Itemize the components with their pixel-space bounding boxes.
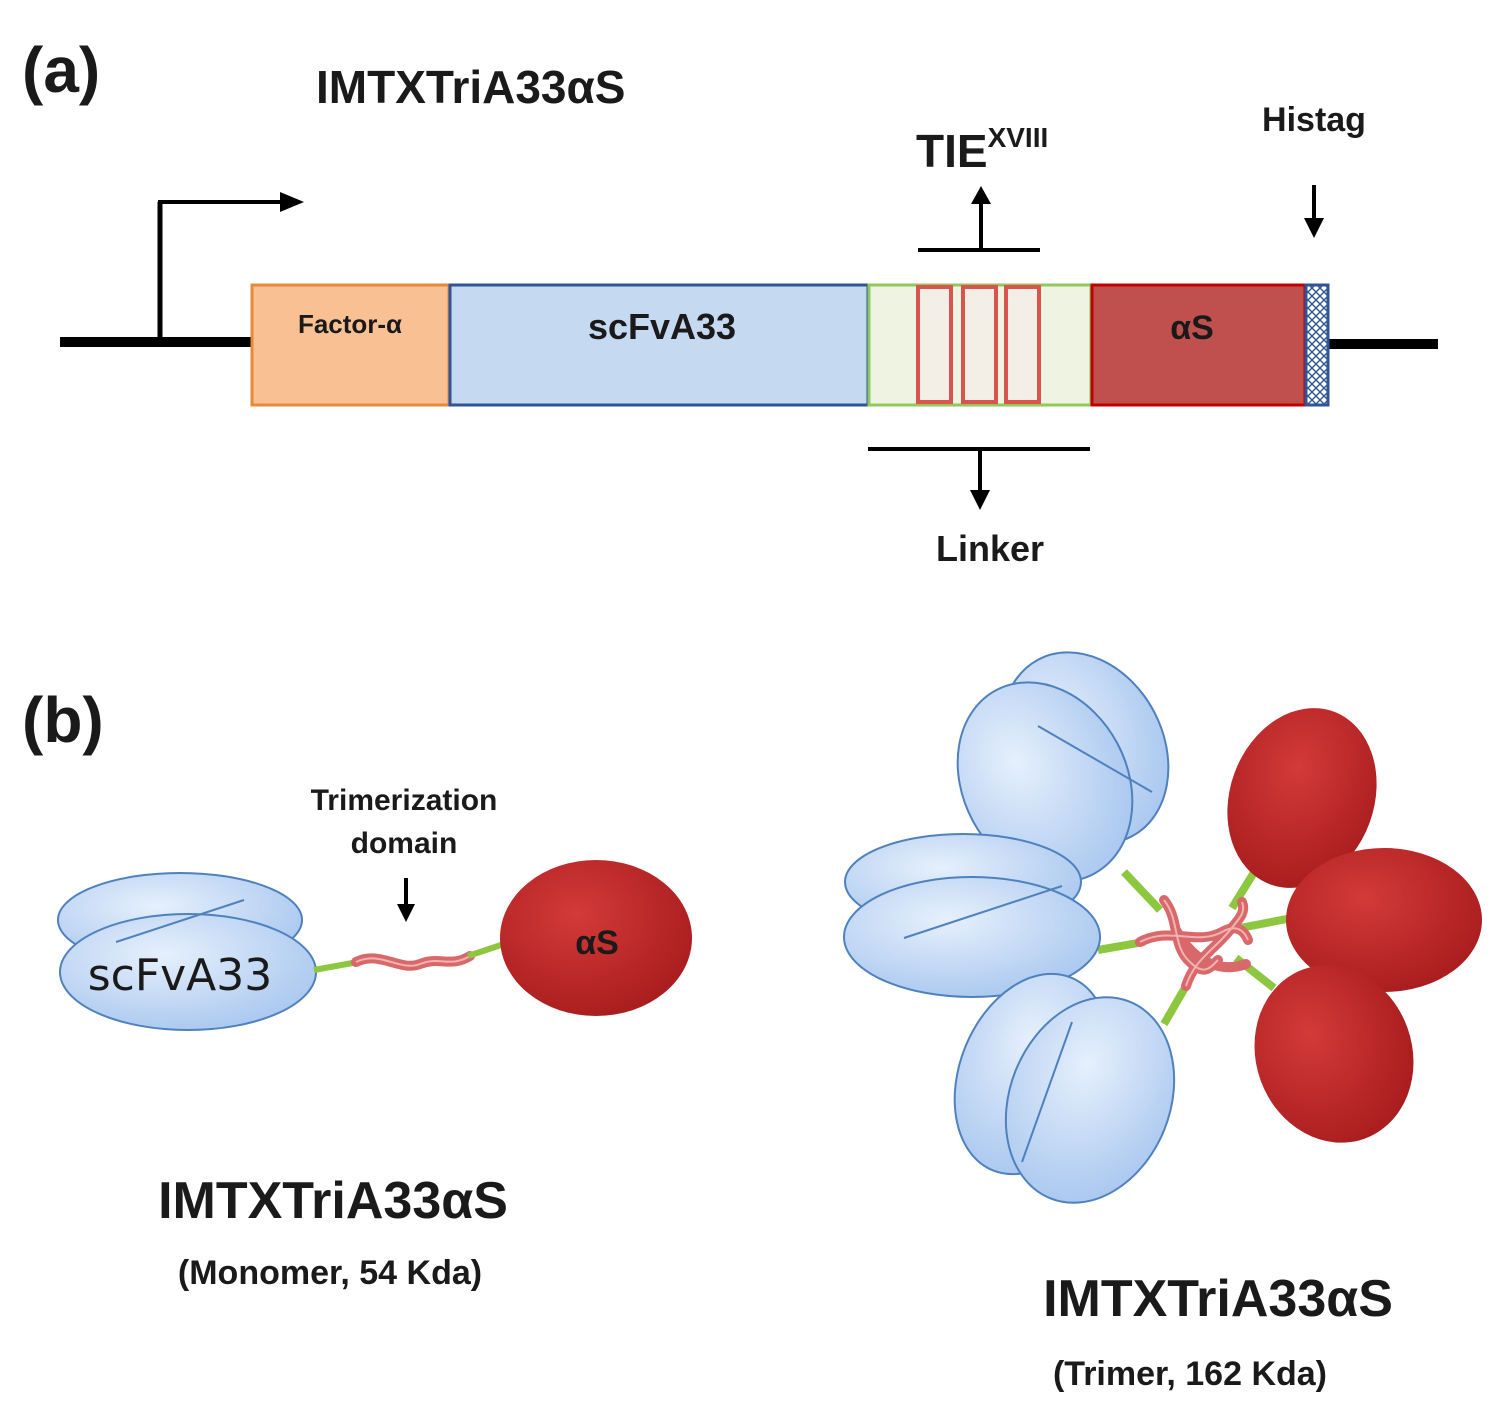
tie-repeat-2 [961,285,998,404]
monomer-diagram: scFvA33 αS Trimerization domain [57,784,692,1031]
segment-factor-alpha-label: Factor-α [298,309,402,339]
segment-scfv-label: scFvA33 [588,306,736,347]
histag-arrow-icon [1304,185,1324,238]
tie-repeat-3 [1004,285,1041,404]
trimer-name: IMTXTriA33αS [1043,1270,1393,1328]
segment-scfv [448,283,870,407]
trimer-alpha-s-2 [1286,848,1482,992]
trimerization-label-line1: Trimerization [311,784,498,817]
segment-histag [1304,283,1330,407]
trimer-scfv-top [956,651,1170,883]
monomer-alpha-s [500,860,692,1016]
trimer-scfv-left [843,833,1101,998]
segment-alpha-s [1090,283,1307,407]
promoter-arrow-icon [157,192,304,338]
trimer-trimerization-domain [1135,895,1253,991]
panel-a-construct-title: IMTXTriA33αS [316,61,625,113]
tie-repeat-1 [916,285,953,404]
trimer-caption: (Trimer, 162 Kda) [1053,1355,1327,1393]
trimer-alpha-s-1 [1227,708,1377,888]
panel-b-label: (b) [22,684,104,756]
trimerization-label-line2: domain [351,827,458,860]
monomer-alpha-s-label: αS [575,924,619,962]
linker-label: Linker [936,528,1044,569]
linker-bracket [868,447,1090,510]
monomer-scfv-label: scFvA33 [88,950,273,1001]
segment-factor-alpha [250,283,451,407]
tie-label: TIEXVIII [916,122,1048,177]
trimer-scfv-bottom [953,972,1176,1204]
monomer-green-linker-left [313,959,359,973]
segment-alpha-s-label: αS [1170,309,1214,347]
panel-a: (a) IMTXTriA33αS Factor-α scFvA33 αS TIE [22,34,1438,569]
monomer-scfv-strand [115,899,245,943]
tie-bracket [918,186,1040,252]
trimer-alpha-s-3 [1254,965,1414,1143]
monomer-green-linker-right [467,941,505,959]
monomer-name: IMTXTriA33αS [158,1172,508,1230]
panel-b: (b) scFvA33 αS Trimerization domain IMTX… [22,651,1482,1393]
trimerization-arrow-icon [397,878,415,922]
monomer-caption: (Monomer, 54 Kda) [178,1254,482,1292]
trimer-diagram [843,651,1482,1204]
histag-label: Histag [1262,101,1366,139]
panel-a-label: (a) [22,34,100,106]
